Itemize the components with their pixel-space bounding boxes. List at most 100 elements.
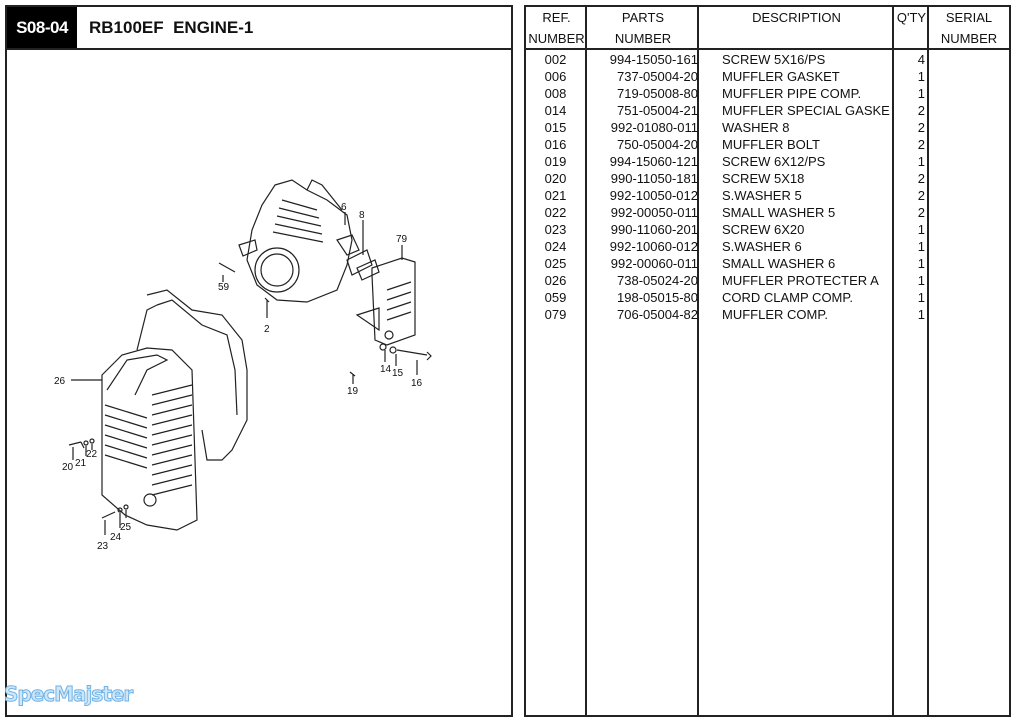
- part-number-cell: 198-05015-80: [617, 290, 698, 305]
- callout-25: 25: [120, 522, 132, 533]
- description-cell: SCREW 6X20: [722, 222, 805, 237]
- header-part: PARTS NUMBER: [587, 7, 699, 50]
- ref-cell: 023: [544, 222, 567, 237]
- ref-cell: 019: [544, 154, 567, 169]
- engine-block-drawing: [238, 179, 360, 303]
- engine-diagram-svg: 6 8 79 59 2 14 15 16 19 26 20 21 22 23 2…: [54, 179, 432, 552]
- ref-cell: 025: [544, 256, 567, 271]
- callout-19: 19: [347, 386, 359, 397]
- quantity-cell: 2: [917, 205, 925, 220]
- description-cell: SCREW 5X18: [722, 171, 805, 186]
- ref-cell: 008: [544, 86, 567, 101]
- quantity-cell: 2: [917, 171, 925, 186]
- muffler-protector-drawing: [101, 347, 198, 531]
- ref-cell: 024: [544, 239, 567, 254]
- description-cell: S.WASHER 5: [722, 188, 802, 203]
- callout-labels: 6 8 79 59 2 14 15 16 19 26 20 21 22 23 2…: [54, 202, 423, 552]
- part-number-cell: 990-11050-181: [610, 171, 698, 186]
- parts-table: REF. NUMBER PARTS NUMBER DESCRIPTION Q'T…: [524, 5, 1011, 717]
- quantity-cell: 1: [917, 86, 925, 101]
- part-number-cell: 737-05004-20: [617, 69, 698, 84]
- exploded-diagram: 6 8 79 59 2 14 15 16 19 26 20 21 22 23 2…: [7, 50, 511, 715]
- callout-23: 23: [97, 541, 109, 552]
- table-row: 019 994-15060-121 SCREW 6X12/PS 1: [526, 153, 1009, 170]
- ref-cell: 014: [544, 103, 567, 118]
- ref-cell: 059: [544, 290, 567, 305]
- description-cell: CORD CLAMP COMP.: [722, 290, 853, 305]
- quantity-cell: 1: [917, 307, 925, 322]
- description-cell: SMALL WASHER 5: [722, 205, 836, 220]
- header-ref: REF. NUMBER: [526, 7, 587, 50]
- callout-79: 79: [396, 234, 408, 245]
- header-qty-line1: Q'TY: [896, 10, 927, 25]
- description-cell: MUFFLER GASKET: [722, 69, 840, 84]
- col-qty: [894, 7, 929, 715]
- part-number-cell: 992-01080-011: [610, 120, 698, 135]
- ref-cell: 002: [544, 52, 567, 67]
- header-part-line1: PARTS: [621, 10, 665, 25]
- quantity-cell: 2: [917, 120, 925, 135]
- muffler-pipe-drawing: [346, 249, 380, 281]
- part-number-cell: 992-10050-012: [609, 188, 698, 203]
- quantity-cell: 1: [917, 222, 925, 237]
- part-number-cell: 750-05004-20: [617, 137, 698, 152]
- quantity-cell: 1: [917, 273, 925, 288]
- header-serial: SERIAL NUMBER: [929, 7, 1009, 50]
- screw-59-drawing: [218, 262, 236, 273]
- quantity-cell: 2: [917, 103, 925, 118]
- callout-21: 21: [75, 458, 87, 469]
- part-number-cell: 992-00060-011: [610, 256, 698, 271]
- callout-20: 20: [62, 462, 74, 473]
- ref-cell: 022: [544, 205, 567, 220]
- table-row: 021 992-10050-012 S.WASHER 5 2: [526, 187, 1009, 204]
- section-code: S08-04: [7, 7, 77, 48]
- header-ref-line1: REF.: [542, 10, 571, 25]
- quantity-cell: 1: [917, 256, 925, 271]
- ref-cell: 021: [544, 188, 567, 203]
- part-number-cell: 994-15060-121: [609, 154, 698, 169]
- part-number-cell: 751-05004-21: [617, 103, 698, 118]
- description-cell: MUFFLER COMP.: [722, 307, 828, 322]
- callout-24: 24: [110, 532, 122, 543]
- description-cell: S.WASHER 6: [722, 239, 802, 254]
- header-serial-line2: NUMBER: [940, 31, 998, 46]
- ref-cell: 016: [544, 137, 567, 152]
- callout-6: 6: [341, 202, 347, 213]
- description-cell: SCREW 6X12/PS: [722, 154, 826, 169]
- description-cell: MUFFLER BOLT: [722, 137, 820, 152]
- callout-26: 26: [54, 376, 66, 387]
- ref-cell: 006: [544, 69, 567, 84]
- page-title: RB100EF ENGINE-1: [89, 18, 254, 37]
- diagram-panel: S08-04 RB100EF ENGINE-1: [5, 5, 513, 717]
- ref-cell: 020: [544, 171, 567, 186]
- muffler-drawing: [355, 257, 416, 346]
- quantity-cell: 1: [917, 154, 925, 169]
- callout-22: 22: [86, 449, 98, 460]
- description-cell: MUFFLER PROTECTER A: [722, 273, 879, 288]
- part-number-cell: 719-05008-80: [617, 86, 698, 101]
- header-part-line2: NUMBER: [614, 31, 672, 46]
- callout-16: 16: [411, 378, 423, 389]
- col-desc: [699, 7, 894, 715]
- header-qty: Q'TY: [894, 7, 929, 50]
- quantity-cell: 2: [917, 188, 925, 203]
- description-cell: MUFFLER PIPE COMP.: [722, 86, 862, 101]
- header-serial-line1: SERIAL: [945, 10, 993, 25]
- header-ref-line2: NUMBER: [528, 31, 585, 46]
- frame-drawing: [136, 289, 248, 461]
- callout-59: 59: [218, 282, 230, 293]
- callout-8: 8: [359, 210, 365, 221]
- quantity-cell: 4: [917, 52, 925, 67]
- part-number-cell: 706-05004-82: [617, 307, 698, 322]
- col-ref: [526, 7, 587, 715]
